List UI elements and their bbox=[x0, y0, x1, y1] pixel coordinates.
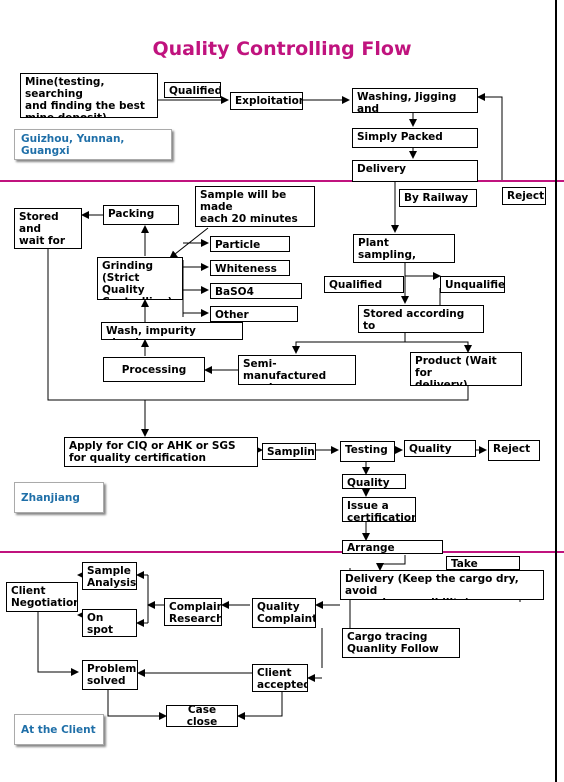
node-take-sample: Take Sample bbox=[446, 556, 520, 570]
node-exploitation: Exploitation bbox=[230, 92, 303, 110]
node-cargo-tracing: Cargo tracing Quanlity Follow up bbox=[342, 628, 460, 658]
node-issue-cert: Issue a certification bbox=[342, 497, 416, 522]
node-case-close: Case close bbox=[166, 705, 238, 727]
node-whiteness: Whiteness bbox=[210, 260, 290, 276]
node-problem-solved: Problem solved bbox=[82, 660, 138, 690]
node-apply-cert: Apply for CIQ or AHK or SGS for quality … bbox=[64, 437, 258, 467]
node-other-content: Other Content bbox=[210, 306, 298, 322]
node-sample-analysis: Sample Analysis bbox=[82, 562, 137, 590]
node-product: Product (Wait for delivery) bbox=[410, 352, 522, 386]
node-simply-packed: Simply Packed bbox=[352, 128, 478, 148]
node-sample-20: Sample will be made each 20 minutes and … bbox=[195, 186, 315, 227]
node-client-negotiation: Client Negotiation bbox=[6, 582, 78, 612]
node-client-accepted: Client accepted bbox=[252, 664, 308, 692]
node-packing: Packing bbox=[103, 205, 179, 225]
node-mine: Mine(testing, searching and finding the … bbox=[20, 73, 158, 118]
node-testing: Testing bbox=[340, 441, 395, 462]
node-stored-wait: Stored and wait for delivery bbox=[14, 208, 82, 249]
node-qualified-1: Qualified bbox=[164, 82, 221, 98]
node-grinding: Grinding (Strict Quality Controlling) bbox=[97, 257, 183, 300]
node-quality-complaint: Quality Complaint bbox=[252, 598, 316, 628]
node-processing: Processing bbox=[103, 357, 205, 382]
node-quality-ok: Quality ok bbox=[342, 474, 406, 489]
node-washing: Washing, Jigging and Classifying bbox=[352, 88, 478, 113]
node-quality-fail: Quality fail bbox=[404, 440, 476, 457]
node-delivery-1: Delivery bbox=[352, 160, 478, 182]
node-arrange-shipment: Arrange Shipment bbox=[342, 540, 443, 554]
node-plant-sampling: Plant sampling, testing bbox=[353, 234, 455, 263]
node-by-railway: By Railway bbox=[399, 189, 477, 207]
node-wash-impurity: Wash, impurity clearing bbox=[101, 322, 243, 340]
node-stored-classes: Stored according to different classes bbox=[358, 305, 484, 333]
node-on-spot: On spot Analysis bbox=[82, 609, 137, 637]
node-complaint-research: Complaint Research bbox=[164, 598, 222, 626]
region-label-client: At the Client bbox=[14, 714, 104, 745]
node-qualified-2: Qualified bbox=[324, 276, 404, 293]
node-particle-size: Particle Size bbox=[210, 236, 290, 252]
node-unqualified: Unqualified bbox=[440, 276, 505, 293]
node-semi-goods: Semi-manufactured goods bbox=[238, 355, 356, 385]
region-label-mine: Guizhou, Yunnan, Guangxi bbox=[14, 129, 172, 160]
node-reject-1: Reject bbox=[502, 187, 546, 205]
node-baso4: BaSO4 Content bbox=[210, 283, 302, 299]
node-reject-2: Reject bbox=[488, 440, 540, 461]
node-sampling: Sampling bbox=[262, 443, 316, 460]
node-delivery-2: Delivery (Keep the cargo dry, avoid any … bbox=[340, 570, 544, 600]
page-title: Quality Controlling Flow bbox=[152, 38, 412, 60]
region-label-port: Zhanjiang bbox=[14, 482, 104, 513]
